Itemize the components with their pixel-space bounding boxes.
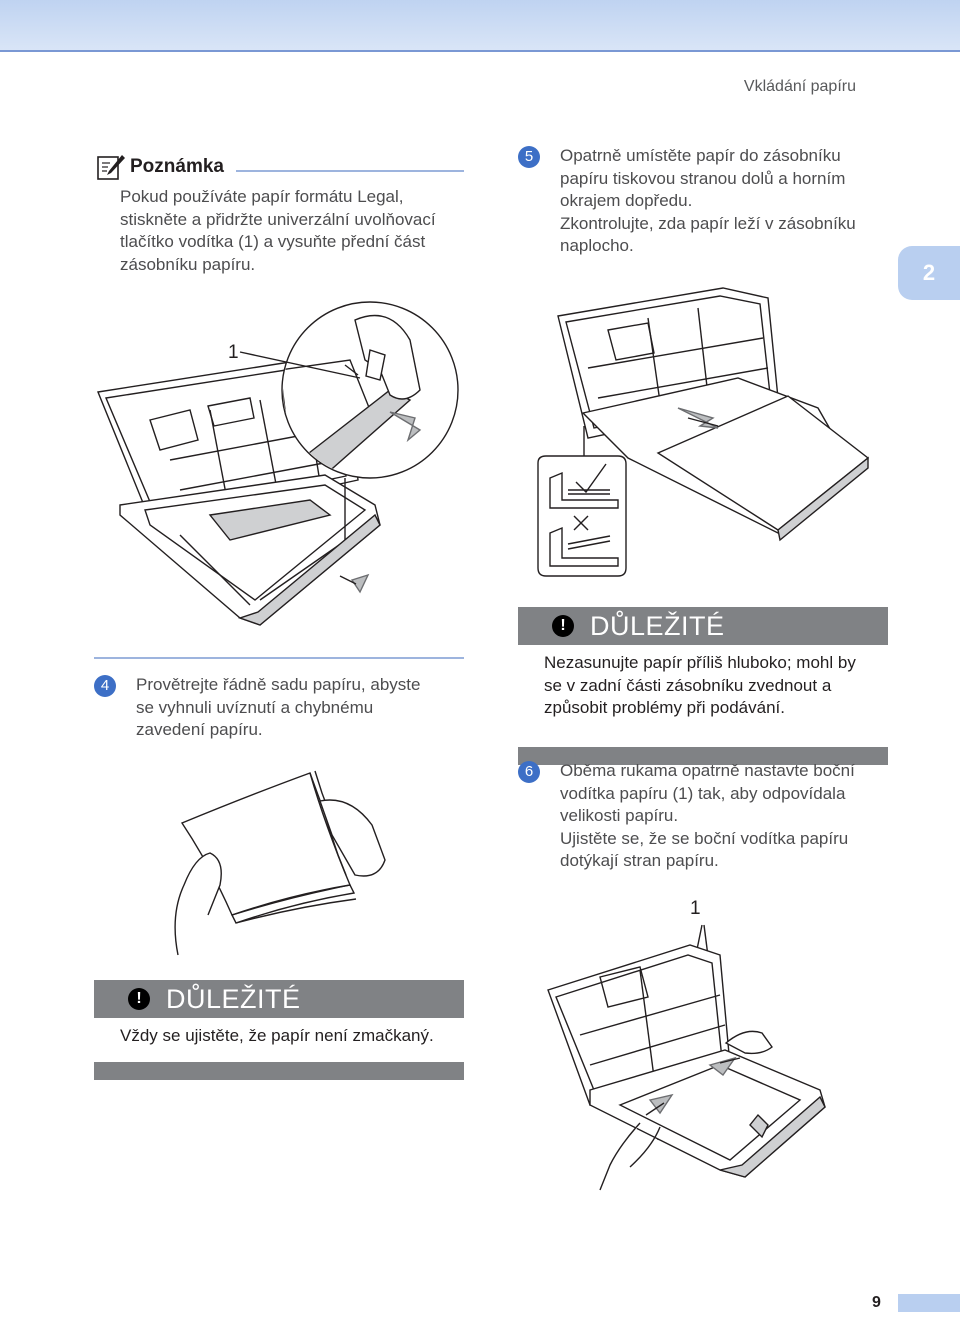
tray-paper-illustration xyxy=(537,287,870,577)
note-header: Poznámka xyxy=(96,152,464,182)
important-line: Vždy se ujistěte, že papír není zmačkaný… xyxy=(120,1026,434,1045)
paper-fanning-illustration xyxy=(174,770,386,956)
exclamation-icon: ! xyxy=(128,988,150,1010)
step-line: Ujistěte se, že se boční vodítka papíru xyxy=(560,828,849,848)
step-line: dotýkají stran papíru. xyxy=(560,851,719,870)
step-line: Provětrejte řádně sadu papíru, abyste xyxy=(136,675,421,694)
important-header: ! DŮLEŽITÉ xyxy=(94,980,464,1018)
important-text: Vždy se ujistěte, že papír není zmačkaný… xyxy=(94,1018,464,1062)
note-line: Pokud používáte papír formátu Legal, xyxy=(120,187,404,206)
step-line: velikosti papíru. xyxy=(560,806,679,825)
step-5: 5 Opatrně umístěte papír do zásobníku pa… xyxy=(518,145,898,258)
step-4: 4 Provětrejte řádně sadu papíru, abyste … xyxy=(94,674,464,742)
important-box-1: ! DŮLEŽITÉ Nezasunujte papír příliš hlub… xyxy=(518,607,888,765)
callout-label: 1 xyxy=(690,898,701,919)
step-number-badge: 5 xyxy=(518,146,540,168)
step-6: 6 Oběma rukama opatrně nastavte boční vo… xyxy=(518,760,898,873)
step-text: Oběma rukama opatrně nastavte boční vodí… xyxy=(560,760,855,873)
note-line: stiskněte a přidržte univerzální uvolňov… xyxy=(120,209,436,229)
note-box: Poznámka Pokud používáte papír formátu L… xyxy=(96,152,464,276)
top-band xyxy=(0,0,960,52)
step-line: naplocho. xyxy=(560,236,634,255)
step-line: papíru tiskovou stranou dolů a horním xyxy=(560,168,846,188)
note-line: zásobníku papíru. xyxy=(120,254,256,274)
step-line: Zkontrolujte, zda papír leží v zásobníku xyxy=(560,213,856,233)
step-line: okrajem dopředu. xyxy=(560,191,693,210)
step-number-badge: 4 xyxy=(94,675,116,697)
important-header: ! DŮLEŽITÉ xyxy=(518,607,888,645)
tray-release-illustration xyxy=(97,301,459,626)
important-title: DŮLEŽITÉ xyxy=(590,610,725,641)
note-text: Pokud používáte papír formátu Legal, sti… xyxy=(120,186,464,276)
step-number-badge: 6 xyxy=(518,761,540,783)
important-text: Nezasunujte papír příliš hluboko; mohl b… xyxy=(518,645,888,747)
page-number-tab xyxy=(898,1294,960,1312)
important-line: Nezasunujte papír příliš hluboko; mohl b… xyxy=(544,653,856,672)
step-text: Provětrejte řádně sadu papíru, abyste se… xyxy=(136,674,420,742)
step-text: Opatrně umístěte papír do zásobníku papí… xyxy=(560,145,856,258)
note-pencil-icon xyxy=(97,155,125,180)
side-guides-illustration xyxy=(547,924,826,1191)
header-title: Vkládání papíru xyxy=(743,78,856,95)
note-title: Poznámka xyxy=(130,156,224,177)
important-line: způsobit problémy při podávání. xyxy=(544,698,785,717)
step-line: se vyhnuli uvíznutí a chybnému xyxy=(136,697,374,717)
callout-label: 1 xyxy=(228,342,239,363)
step-line: Opatrně umístěte papír do zásobníku xyxy=(560,146,841,165)
important-title: DŮLEŽITÉ xyxy=(166,983,301,1014)
chapter-tab: 2 xyxy=(898,246,960,300)
step-line: zavedení papíru. xyxy=(136,720,263,739)
exclamation-icon: ! xyxy=(552,615,574,637)
step-line: Oběma rukama opatrně nastavte boční xyxy=(560,761,855,780)
important-footer xyxy=(518,747,888,765)
important-box-2: ! DŮLEŽITÉ Vždy se ujistěte, že papír ne… xyxy=(94,980,464,1080)
step-4-divider xyxy=(94,657,464,659)
important-line: se v zadní části zásobníku zvednout a xyxy=(544,675,832,695)
note-line: tlačítko vodítka (1) a vysuňte přední čá… xyxy=(120,232,426,251)
page-number: 9 xyxy=(872,1294,881,1311)
step-line: vodítka papíru (1) tak, aby odpovídala xyxy=(560,783,846,803)
note-divider xyxy=(235,170,464,172)
important-footer xyxy=(94,1062,464,1080)
